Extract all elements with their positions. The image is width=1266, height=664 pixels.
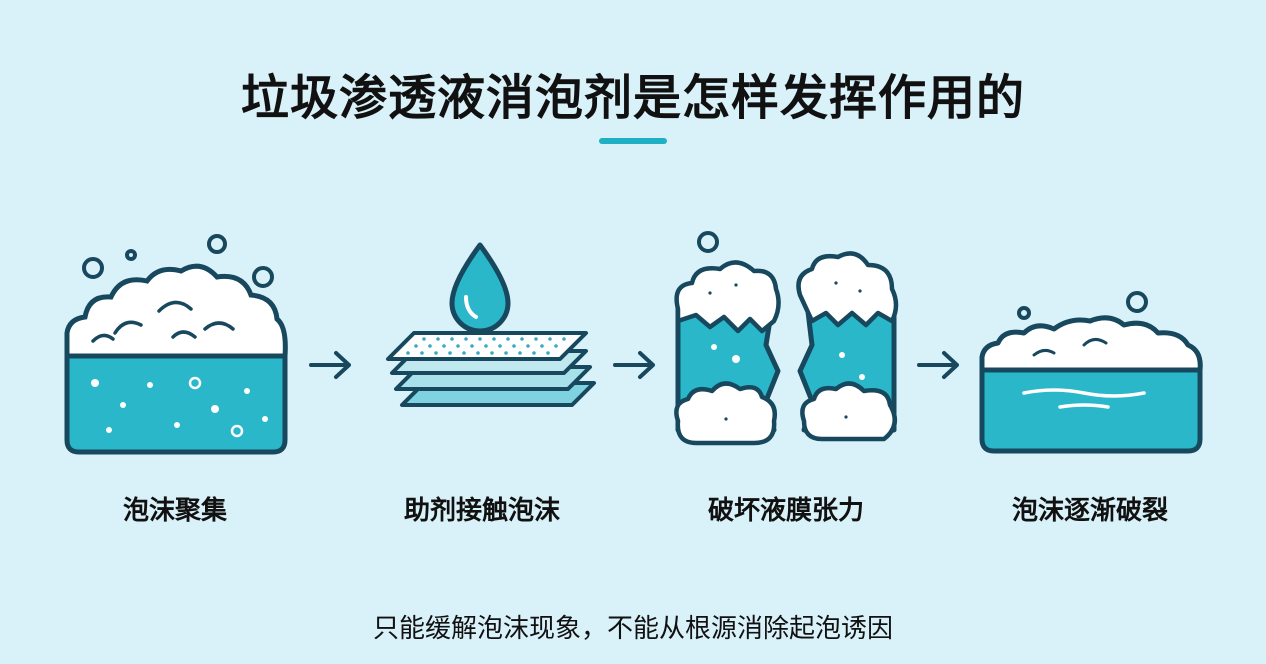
step-1-illustration bbox=[55, 225, 295, 465]
step-1-label: 泡沫聚集 bbox=[122, 496, 227, 526]
step-3-label: 破坏液膜张力 bbox=[707, 496, 864, 526]
broken-column-icon bbox=[674, 231, 899, 446]
droplet-layers-icon bbox=[386, 242, 596, 407]
arrow-right-icon bbox=[917, 351, 959, 379]
page-title: 垃圾渗透液消泡剂是怎样发挥作用的 bbox=[240, 70, 1025, 126]
step-3-illustration bbox=[666, 225, 906, 465]
foam-tank-icon bbox=[64, 234, 288, 455]
footnote: 只能缓解泡沫现象，不能从根源消除起泡诱因 bbox=[372, 614, 893, 644]
step-2-illustration bbox=[362, 225, 602, 465]
title-underline bbox=[599, 138, 667, 144]
calm-tank-icon bbox=[979, 291, 1203, 454]
arrow-right-icon bbox=[613, 351, 655, 379]
arrow-right-icon bbox=[309, 351, 351, 379]
step-4-illustration bbox=[974, 225, 1214, 465]
step-4-label: 泡沫逐渐破裂 bbox=[1011, 496, 1168, 526]
step-2-label: 助剂接触泡沫 bbox=[403, 496, 560, 526]
